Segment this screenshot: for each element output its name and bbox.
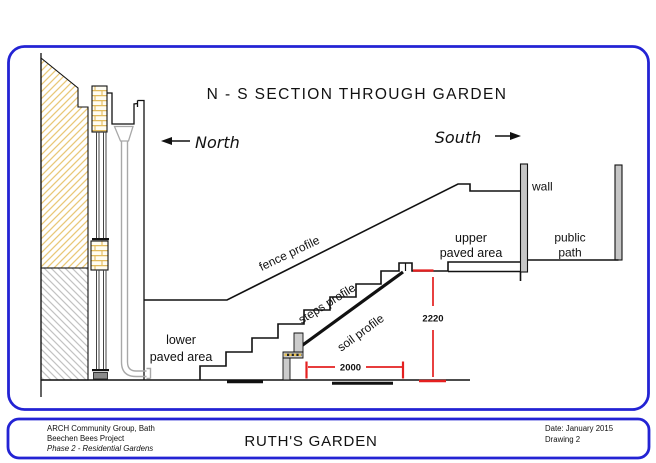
public-path-label-1: public — [554, 231, 585, 245]
sheet-title: RUTH'S GARDEN — [244, 433, 377, 450]
window-frame-upper — [96, 132, 107, 238]
north-label: North — [195, 133, 240, 152]
soil-profile-line — [299, 270, 404, 349]
title-block: ARCH Community Group, Bath Beechen Bees … — [6, 417, 651, 460]
org-line-1: ARCH Community Group, Bath — [47, 424, 155, 433]
north-arrowhead-icon — [161, 137, 172, 145]
north-arrow — [161, 137, 190, 145]
upper-paved-label-1: upper — [455, 231, 487, 245]
dim-width-value: 2000 — [340, 363, 361, 374]
frame-tick-upper — [92, 238, 109, 241]
garden-wall-section — [519, 163, 529, 273]
dim-height-value: 2220 — [422, 314, 443, 325]
public-path-label-2: path — [558, 246, 581, 260]
drawing-frame-border — [7, 45, 650, 411]
gutter-outline — [107, 92, 138, 125]
garden-section-lines — [41, 163, 623, 385]
drawing-title: N - S SECTION THROUGH GARDEN — [207, 86, 508, 103]
wall-label: wall — [531, 180, 553, 194]
far-wall-section — [614, 164, 623, 261]
brick-block-mid — [90, 240, 109, 271]
downpipe-elbow — [120, 361, 152, 380]
south-arrowhead-icon — [510, 132, 521, 140]
soil-retainer — [282, 332, 304, 381]
steps-profile-line — [199, 261, 521, 380]
frame-tick-lower — [92, 369, 109, 372]
downpipe — [120, 141, 129, 362]
threshold-block — [93, 372, 108, 380]
lower-paved-label-1: lower — [166, 333, 196, 347]
parapet-wall-line — [136, 99, 145, 380]
south-arrow — [495, 132, 521, 140]
dimension-lines — [305, 269, 446, 383]
title-block-border — [6, 417, 651, 460]
sheet-date: Date: January 2015 — [545, 424, 614, 433]
lower-paved-label-2: paved area — [150, 350, 213, 364]
dim-end-ticks — [305, 361, 405, 379]
org-line-3: Phase 2 - Residential Gardens — [47, 444, 153, 453]
rainwater-hopper — [113, 125, 134, 142]
house-section — [40, 53, 152, 397]
south-label: South — [435, 128, 482, 147]
sheet-number: Drawing 2 — [545, 435, 580, 444]
upper-paved-label-2: paved area — [440, 246, 503, 260]
org-line-2: Beechen Bees Project — [47, 434, 125, 443]
upper-paving-underside — [448, 270, 522, 281]
fence-profile-line — [144, 183, 521, 301]
hatched-wall-lower — [40, 267, 89, 381]
brick-pillar-top — [91, 85, 108, 133]
window-frame-lower — [96, 270, 107, 369]
